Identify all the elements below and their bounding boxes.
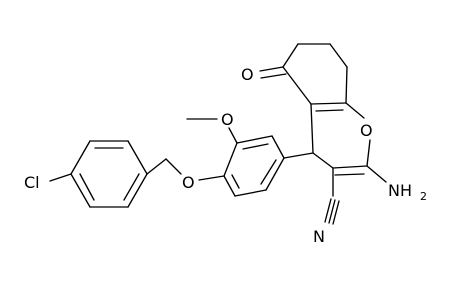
bond-c-ome <box>228 127 238 144</box>
methoxy-oxygen-label: O <box>221 110 234 129</box>
bond-c2-o <box>366 139 371 167</box>
nitrile-nitrogen-label: N <box>313 227 325 246</box>
bond-ketone-inner <box>260 73 287 79</box>
bond-ketone-outer <box>259 66 284 72</box>
bond <box>70 173 91 208</box>
bond-ring-ch2 <box>146 158 167 175</box>
methoxyphenyl-ring <box>223 135 285 197</box>
aromatic-bond <box>123 173 140 201</box>
aromatic-bond <box>79 173 95 201</box>
aromatic-bond <box>242 143 269 150</box>
bond <box>329 43 348 68</box>
pyran-ring <box>310 102 371 176</box>
bond-aryl-c4 <box>283 152 314 159</box>
bond-nitrile-3 <box>332 200 340 225</box>
cyclohexenone-ring <box>282 43 348 105</box>
bond-nitrile-2 <box>328 199 336 224</box>
bond-nitrile-1 <box>324 198 332 223</box>
bond <box>223 142 238 177</box>
ring-oxygen-label: O <box>360 121 373 140</box>
aromatic-bond <box>231 174 240 189</box>
bond-c8a-c4a-double-inner <box>315 109 344 112</box>
bond-c3-c2-double <box>334 173 365 176</box>
bond-c3-c2 <box>332 165 368 169</box>
bond <box>282 43 299 68</box>
bond-c4a-c4 <box>310 103 314 154</box>
bond-c8a-c4a-double-outer <box>310 102 347 105</box>
aromatic-bond <box>260 159 277 185</box>
chlorine-atom-label: Cl <box>24 173 40 192</box>
ketone-oxygen-label: O <box>241 65 254 84</box>
bond <box>265 157 285 191</box>
bond-c4-c3 <box>312 152 334 169</box>
bond-o-aryl <box>198 175 225 181</box>
chlorophenyl-ring <box>70 140 148 208</box>
bond-c-cl <box>49 173 72 182</box>
bond <box>223 175 236 197</box>
bond <box>345 66 348 104</box>
bond <box>236 135 273 144</box>
bond <box>70 140 91 175</box>
amino-nh-label: NH <box>388 181 412 200</box>
bond-o-c8a <box>345 102 365 119</box>
bond-ch2-o <box>165 158 182 175</box>
bond <box>127 173 148 208</box>
bond <box>282 66 312 105</box>
ether-oxygen-label: O <box>182 173 195 192</box>
bond <box>234 189 267 197</box>
amino-subscript-label: 2 <box>420 190 427 203</box>
bond-c2-n <box>366 165 387 183</box>
bond <box>271 135 285 159</box>
bond <box>127 140 148 175</box>
